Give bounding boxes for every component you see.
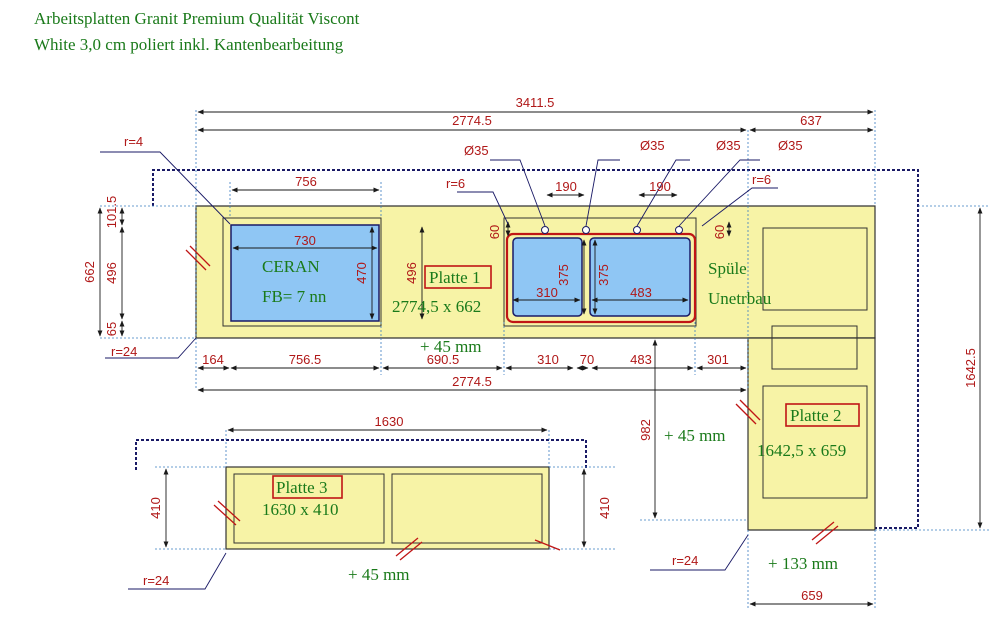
dim-o35-3: Ø35 [716,138,741,153]
platte-2-inner-bot [762,385,868,499]
dim-637: 637 [800,113,822,128]
dim-190-right: 190 [649,179,671,194]
ceran-frame [222,217,382,327]
dim-r4: r=4 [124,134,143,149]
tap-hole-1 [541,226,549,234]
platte-1-extra: + 45 mm [420,337,482,356]
dim-310-inner: 310 [536,285,558,300]
dim-r6-right: r=6 [752,172,771,187]
dim-375-right: 375 [596,264,611,286]
dim-o35-2: Ø35 [640,138,665,153]
fb-label: FB= 7 nn [262,287,327,306]
dim-496-left: 496 [104,262,119,284]
dim-496-mid: 496 [404,262,419,284]
dim-o35-4: Ø35 [778,138,803,153]
unterbau-label: Unetrbau [708,289,772,308]
dim-375-left: 375 [556,264,571,286]
dim-60-left: 60 [487,225,502,239]
dim-659: 659 [801,588,823,603]
platte-2-inner-mid [771,325,858,370]
dim-310: 310 [537,352,559,367]
platte-2-label-box [785,403,860,427]
platte-3-inner-left [233,473,385,544]
drawing-title: Arbeitsplatten Granit Premium Qualität V… [34,6,359,58]
platte-3-slab [225,466,550,550]
platte-3-extra: + 45 mm [348,565,410,584]
platte-1-label-box [424,265,492,289]
dim-r6-left: r=6 [446,176,465,191]
dim-r24-bottom: r=24 [143,573,169,588]
spuele-label: Spüle [708,259,747,278]
dim-r24-right: r=24 [672,553,698,568]
dim-756: 756 [295,174,317,189]
dim-70: 70 [580,352,594,367]
platte-2-slab [747,337,876,531]
dim-65: 65 [104,322,119,336]
platte-2-extra-bottom: + 133 mm [768,554,838,573]
sink-basin-right [589,237,691,317]
tap-hole-4 [675,226,683,234]
platte-3-size: 1630 x 410 [262,500,339,519]
title-line-2: White 3,0 cm poliert inkl. Kantenbearbei… [34,35,344,54]
sink-basin-left [512,237,583,317]
dim-164: 164 [202,352,224,367]
dim-2774-5-bottom: 2774.5 [452,374,492,389]
platte-2-inner-top [762,227,868,311]
wall-outline-top [152,169,919,529]
ceran-label: CERAN [262,257,320,276]
dim-730: 730 [294,233,316,248]
sink-red-frame [505,232,697,324]
platte-1-size: 2774,5 x 662 [392,297,481,316]
dim-470: 470 [354,262,369,284]
platte-3-label-box [272,475,343,499]
dim-301: 301 [707,352,729,367]
dim-60-right: 60 [712,225,727,239]
dim-2774-5-top: 2774.5 [452,113,492,128]
dim-410-right: 410 [597,497,612,519]
dim-190-left: 190 [555,179,577,194]
dim-1630: 1630 [375,414,404,429]
wall-outline-bottom [135,439,587,470]
dim-1642-5: 1642.5 [963,348,978,388]
dim-101-5: 101.5 [104,196,119,229]
tap-hole-2 [582,226,590,234]
ceran-cutout [230,224,380,322]
platte-2-title: Platte 2 [790,406,841,425]
platte-2-size: 1642,5 x 659 [757,441,846,460]
dim-662: 662 [82,261,97,283]
dim-r24-top: r=24 [111,344,137,359]
dim-756-5: 756.5 [289,352,322,367]
title-line-1: Arbeitsplatten Granit Premium Qualität V… [34,9,360,28]
dim-690-5: 690.5 [427,352,460,367]
platte-1-title: Platte 1 [429,268,480,287]
platte-2-extra: + 45 mm [664,426,726,445]
dim-483: 483 [630,352,652,367]
tap-hole-3 [633,226,641,234]
platte-3-title: Platte 3 [276,478,327,497]
dim-3411-5: 3411.5 [516,95,555,110]
platte-3-inner-right [391,473,543,544]
dim-410-left: 410 [148,497,163,519]
dim-483-inner: 483 [630,285,652,300]
dim-982: 982 [638,419,653,441]
dim-o35-1: Ø35 [464,143,489,158]
